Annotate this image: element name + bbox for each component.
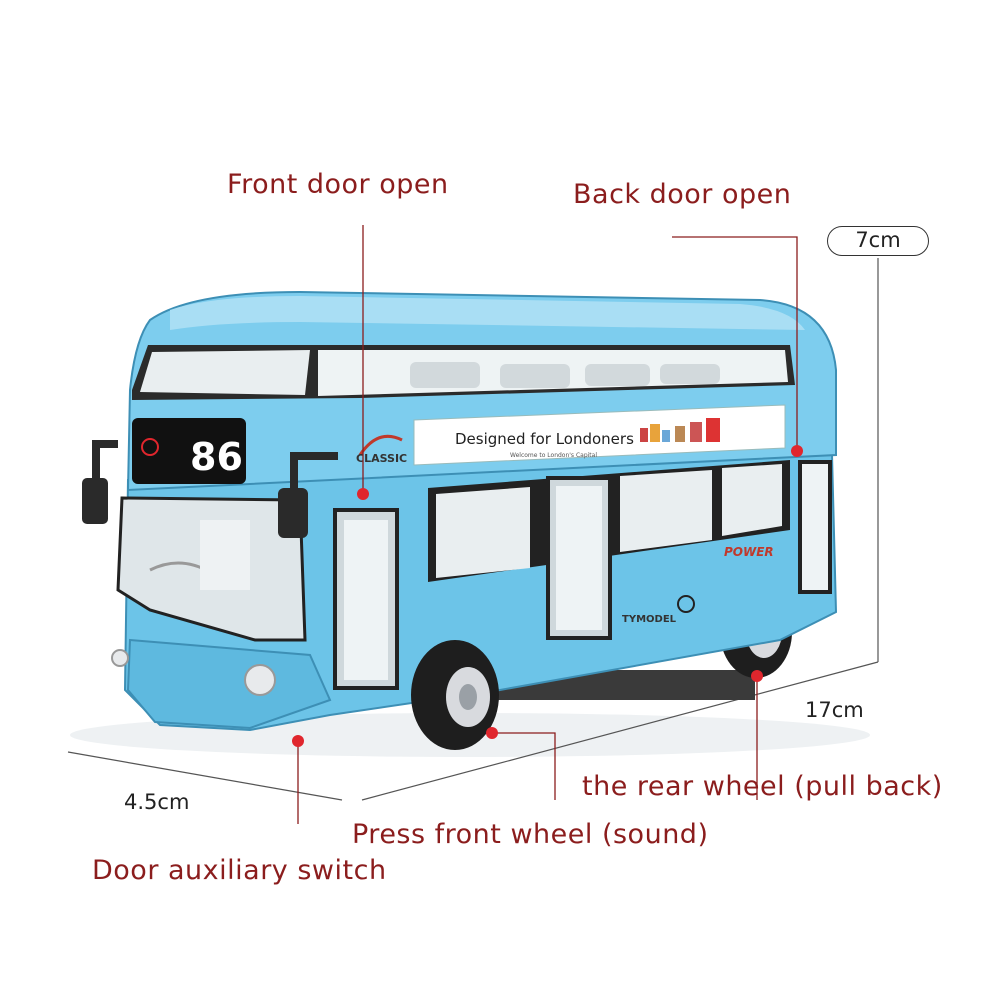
back-door-marker-icon — [791, 445, 803, 457]
roof-highlight — [170, 296, 805, 330]
side-light-icon — [111, 649, 129, 667]
press-front-wheel-label: Press front wheel (sound) — [352, 819, 709, 850]
mirrors — [82, 440, 338, 538]
banner-text: Designed for Londoners — [455, 430, 634, 448]
door-auxiliary-switch-label: Door auxiliary switch — [92, 855, 387, 886]
rear-wheel-label: the rear wheel (pull back) — [582, 771, 943, 802]
front-wheel-marker-icon — [486, 727, 498, 739]
headlight-icon — [244, 664, 276, 696]
rear-wheel-marker-icon — [751, 670, 763, 682]
upper-seats — [410, 362, 720, 388]
height-dimension: 7cm — [827, 226, 929, 256]
dimension-lines — [67, 258, 879, 801]
side-banner — [413, 404, 786, 466]
side-logo-text: CLASSIC — [356, 452, 407, 465]
front-bumper — [126, 638, 332, 730]
front-door-marker-icon — [357, 488, 369, 500]
banner-skyline-icon — [640, 418, 720, 442]
destination-sign — [132, 418, 246, 484]
brand-logo-icon — [677, 595, 695, 613]
length-dimension: 17cm — [805, 698, 864, 722]
back-door-open-label: Back door open — [573, 179, 792, 210]
power-decal: POWER — [724, 545, 774, 559]
door-switch-marker-icon — [292, 735, 304, 747]
callout-markers — [292, 445, 803, 747]
callout-lines — [297, 225, 798, 824]
width-dimension: 4.5cm — [124, 790, 190, 814]
upper-front-window — [140, 350, 310, 395]
front-wheel — [411, 640, 499, 750]
banner-subtext: Welcome to London's Capital — [510, 452, 597, 459]
rear-door — [798, 460, 832, 594]
route-number: 86 — [190, 435, 243, 479]
front-door-open-label: Front door open — [227, 169, 449, 200]
model-decal: TYMODEL — [622, 614, 677, 625]
